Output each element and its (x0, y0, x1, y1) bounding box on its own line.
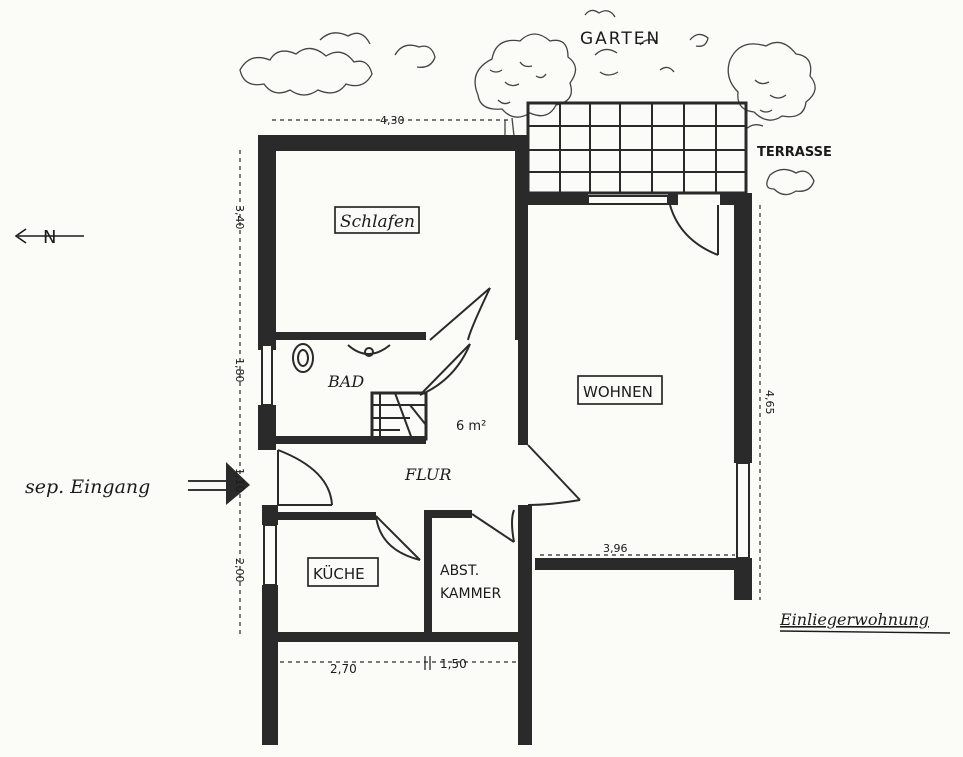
dim-wohnen-height: 4,65 (763, 390, 776, 415)
room-flur: FLUR (404, 465, 451, 484)
room-wohnen: WOHNEN (583, 383, 653, 401)
north-arrow (14, 228, 84, 244)
area-label: 6 m² (456, 419, 486, 434)
dim-bottom-left: 2,70 (330, 662, 357, 676)
garden-label: GARTEN (580, 29, 661, 49)
terrace-tiles (526, 101, 748, 195)
room-abst-line2: KAMMER (440, 586, 502, 602)
garden-sketch (239, 9, 816, 196)
staircase (370, 391, 428, 441)
bath-fixtures (292, 343, 391, 373)
room-kueche: KÜCHE (313, 564, 365, 583)
room-schlafen: Schlafen (340, 212, 415, 232)
dim-top-width: 4,30 (380, 114, 405, 127)
room-abst-line1: ABST. (440, 563, 479, 579)
dim-left-top: 3,40 (233, 205, 246, 230)
dim-left-entrance: 1,10 (233, 468, 246, 493)
dim-wohnen-width: 3,96 (603, 542, 628, 555)
dim-left-middle: 1,80 (233, 358, 246, 383)
terrace-label: TERRASSE (757, 145, 832, 160)
entrance-arrow-icon (188, 462, 250, 505)
entrance-label: sep. Eingang (25, 476, 150, 498)
dim-bottom-right: 1,50 (440, 657, 467, 671)
north-label: N (43, 227, 56, 248)
dimension-lines (239, 119, 761, 663)
plan-title: Einliegerwohnung (779, 610, 929, 629)
dim-left-bottom: 2,00 (233, 558, 246, 583)
walls (258, 135, 752, 745)
room-bad: BAD (327, 372, 364, 391)
doors (277, 204, 719, 561)
